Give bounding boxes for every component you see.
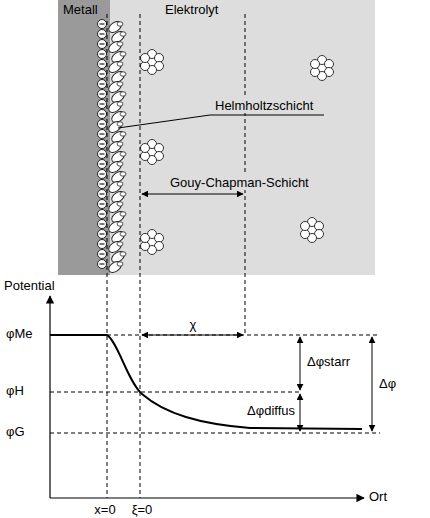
potential-level: φMe [6,326,33,341]
potential-difference: Δφstarr [306,354,351,369]
metal-band: Metall [58,0,110,275]
layer-label: Gouy-Chapman-Schicht [168,175,311,190]
layer-label: Helmholtzschicht [213,98,315,113]
potential-level: φH [6,383,24,398]
position-marker: x=0 [94,502,115,517]
potential-difference: Δφdiffus [246,403,296,418]
axis-label: Potential [4,278,55,293]
electrolyte-band: Elektrolyt [110,0,375,275]
potential-difference: Δφ [378,376,397,391]
potential-level: φG [6,424,25,439]
distance-label: χ [189,317,198,332]
region-label: Metall [63,2,98,17]
region-label: Elektrolyt [165,2,218,17]
axis-label: Ort [369,489,387,504]
position-marker: ξ=0 [132,502,153,517]
